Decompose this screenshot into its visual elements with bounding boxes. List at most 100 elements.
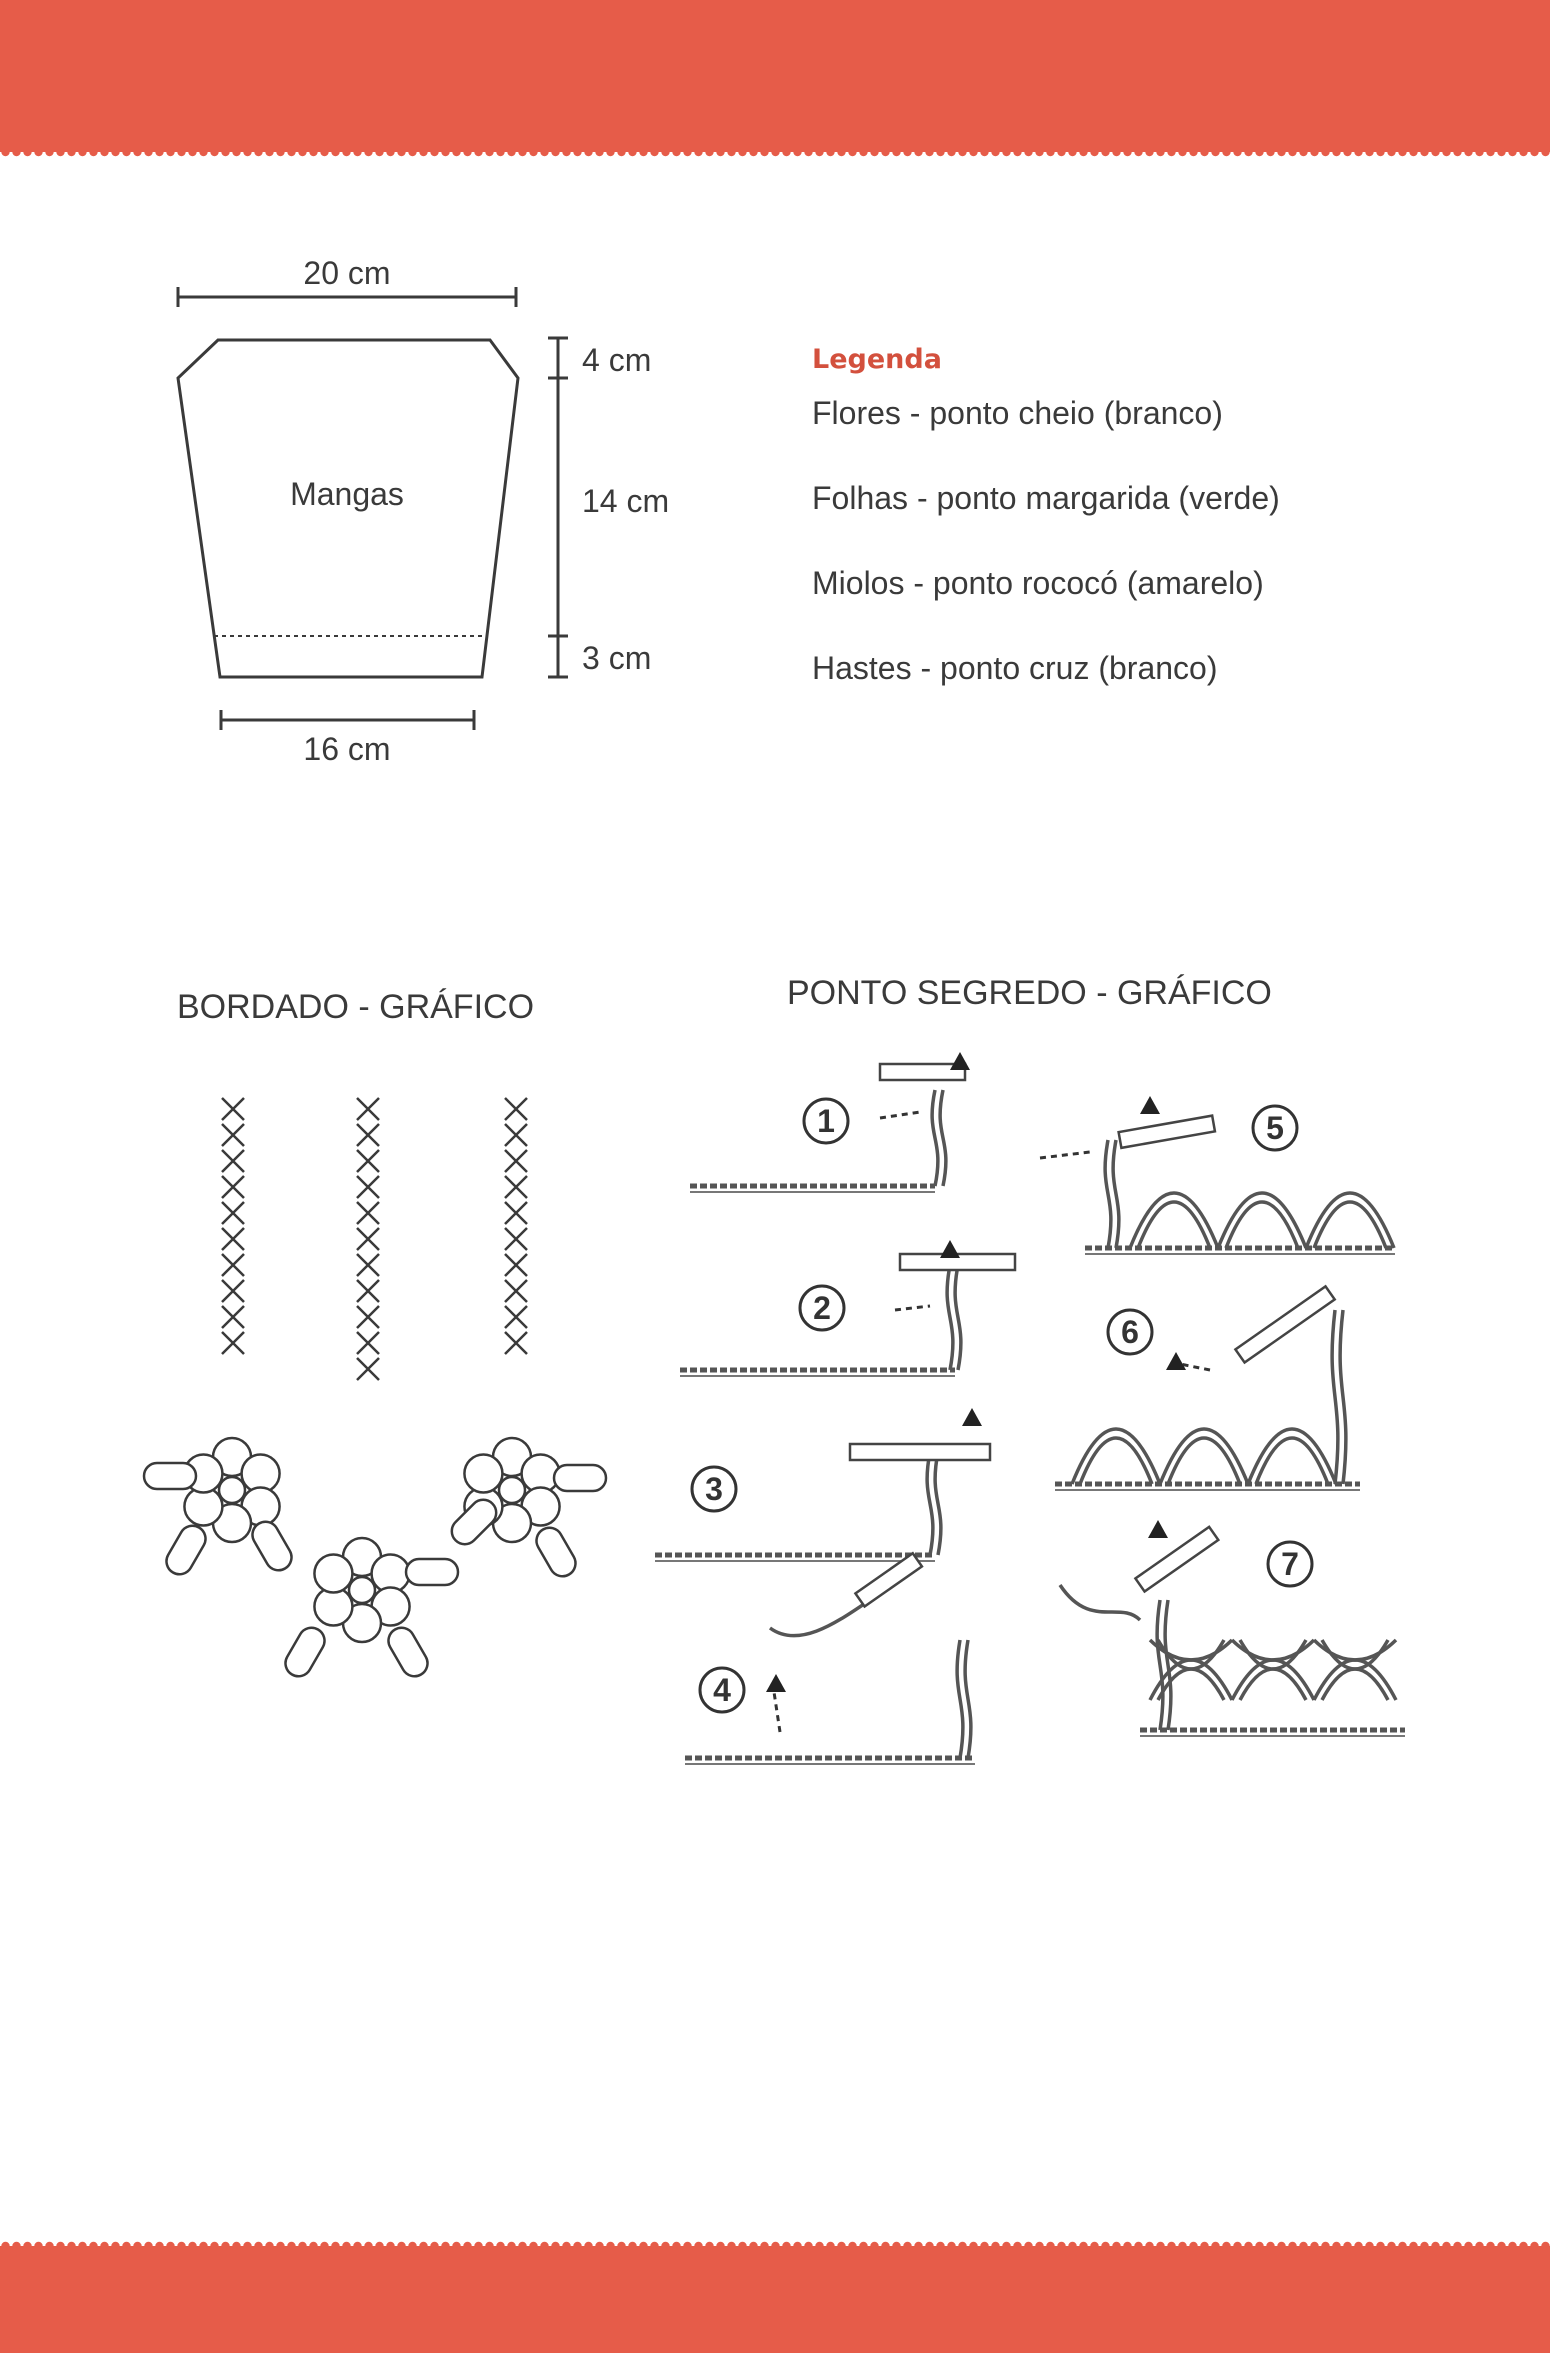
leaf (450, 1498, 498, 1546)
arch-loop (1246, 1427, 1338, 1485)
crochet-hook (848, 1442, 992, 1462)
legend-item: Miolos - ponto rococó (amarelo) (812, 565, 1264, 601)
crochet-hook (853, 1551, 924, 1609)
stem-right (504, 1097, 528, 1355)
top-band (0, 0, 1550, 152)
cross-stitch (221, 1253, 245, 1277)
direction-arrow (962, 1408, 982, 1426)
step-number: 1 (817, 1103, 835, 1139)
top-width-label: 20 cm (303, 255, 390, 291)
cross-stitch (356, 1331, 380, 1355)
cross-stitch (221, 1123, 245, 1147)
legend: Legenda Flores - ponto cheio (branco) Fo… (812, 344, 1280, 686)
height-bottom-label: 3 cm (582, 640, 651, 676)
cross-stitch (356, 1253, 380, 1277)
yarn-path (894, 1304, 931, 1312)
direction-arrow (766, 1674, 786, 1692)
cross-stitch (221, 1149, 245, 1173)
cross-stitch (221, 1227, 245, 1251)
arch-loop (1158, 1427, 1250, 1485)
legend-item: Folhas - ponto margarida (verde) (812, 480, 1280, 516)
stitch-post (953, 1264, 963, 1371)
cross-stitch (221, 1305, 245, 1329)
step-number: 2 (813, 1290, 831, 1326)
cross-stitch (356, 1149, 380, 1173)
cross-stitch (504, 1175, 528, 1199)
bottom-scalloped-edge (0, 2238, 1550, 2250)
stem-left (221, 1097, 245, 1355)
cross-stitch (221, 1097, 245, 1121)
leaf (552, 1463, 608, 1493)
step-number: 6 (1121, 1314, 1139, 1350)
cross-stitch (504, 1253, 528, 1277)
stitch-post (1330, 1309, 1340, 1485)
yarn-path (772, 1691, 782, 1733)
sleeve-label: Mangas (290, 476, 404, 512)
leaf (387, 1626, 429, 1678)
crochet-hook (1233, 1284, 1337, 1365)
stem-middle (356, 1097, 380, 1381)
arch-loop (1304, 1191, 1396, 1249)
bottom-width-label: 16 cm (303, 731, 390, 767)
cross-stitch (221, 1331, 245, 1355)
step-number-circle (698, 1666, 746, 1714)
petal (463, 1453, 504, 1494)
arch-loop (1224, 1200, 1300, 1249)
arch-loop (1254, 1436, 1330, 1485)
stitch-post (1155, 1599, 1165, 1731)
legend-item: Hastes - ponto cruz (branco) (812, 650, 1218, 686)
cross-stitch (504, 1123, 528, 1147)
leaf (404, 1557, 460, 1587)
step-number: 7 (1281, 1546, 1299, 1582)
direction-arrow (1148, 1520, 1168, 1538)
direction-arrow (1166, 1352, 1186, 1370)
cross-stitch (221, 1279, 245, 1303)
stitch-post (1163, 1599, 1173, 1731)
cross-stitch (504, 1279, 528, 1303)
step-number-circle (1106, 1308, 1154, 1356)
crochet-hook (1133, 1525, 1221, 1594)
cross-stitch (356, 1123, 380, 1147)
legend-item: Flores - ponto cheio (branco) (812, 395, 1223, 431)
arch-loop (1312, 1200, 1388, 1249)
leaf (251, 1520, 293, 1572)
cross-stitch (504, 1097, 528, 1121)
yarn-strand (1058, 1584, 1142, 1622)
cross-stitch (504, 1331, 528, 1355)
cross-stitch (356, 1097, 380, 1121)
direction-arrow (950, 1052, 970, 1070)
cross-stitch (356, 1201, 380, 1225)
step-number: 3 (705, 1471, 723, 1507)
cross-stitch (504, 1201, 528, 1225)
stitch-post (1111, 1139, 1121, 1249)
crochet-steps-chart: 1 2 3 4 5 6 7 (655, 1052, 1405, 1765)
step-number: 4 (713, 1672, 731, 1708)
flower-center (217, 1475, 247, 1505)
step-number-circle (798, 1284, 846, 1332)
leaf (142, 1461, 198, 1491)
step-number-circle (1251, 1104, 1299, 1152)
cross-stitch (504, 1305, 528, 1329)
direction-arrow (940, 1240, 960, 1258)
cross-stitch (356, 1305, 380, 1329)
stitch-post (1338, 1309, 1348, 1485)
arch-loop (1166, 1436, 1242, 1485)
stitch-post (925, 1451, 935, 1556)
arch-loop (1136, 1200, 1212, 1249)
cross-stitch (356, 1357, 380, 1381)
leaf (284, 1626, 326, 1678)
cross-stitch (221, 1175, 245, 1199)
step-number: 5 (1266, 1110, 1284, 1146)
arch-loop (1070, 1427, 1162, 1485)
stitch-post (930, 1089, 940, 1187)
arch-loop (1156, 1639, 1226, 1671)
stitch-post (955, 1639, 965, 1759)
yarn-path (1039, 1150, 1091, 1160)
height-top-label: 4 cm (582, 342, 651, 378)
stitch-post (1103, 1139, 1113, 1249)
height-middle-label: 14 cm (582, 483, 669, 519)
crochet-hook (878, 1062, 967, 1082)
cross-stitch (356, 1279, 380, 1303)
stitch-post (963, 1639, 973, 1759)
